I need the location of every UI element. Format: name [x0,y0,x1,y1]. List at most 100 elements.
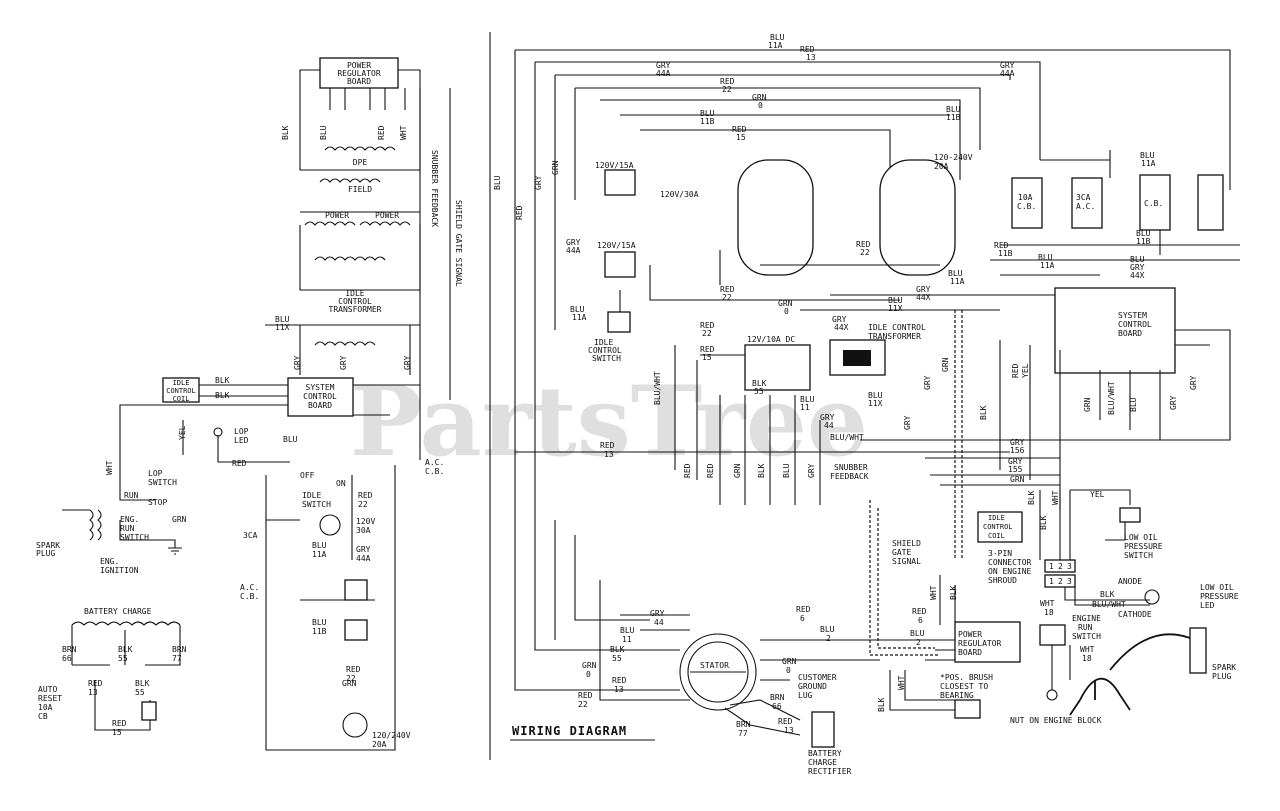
breaker-cb [1139,174,1171,231]
wire-label: YEL [1090,490,1105,499]
rating-label: 30A [356,526,371,535]
battery-charge-rectifier-label: RECTIFIER [808,767,852,776]
wire-label: GRY [656,61,671,70]
wire-label: GRY [1169,395,1178,410]
idle-control-coil [977,511,1023,543]
wire-label: 11X [275,323,290,332]
wire-label: BLK [281,125,290,140]
spark-plug-label: SPARK [1212,663,1236,672]
power-regulator-board-label: POWER [958,630,982,639]
wire-label: 22 [358,500,368,509]
pos-brush-label: *POS. BRUSH [940,673,993,682]
wire-label: 6 [918,616,923,625]
idle-control-coil-label: IDLE [173,379,190,387]
snubber-feedback-label: SNUBBER [834,463,868,472]
outlet-label: 20A [934,162,949,171]
breaker-label: 10A [1018,193,1033,202]
wire-label: BLK [1039,515,1048,530]
wire-label: 13 [604,450,614,459]
outlet-symbol [344,619,368,641]
wire-label: GRY [293,355,302,370]
stator-label: STATOR [700,661,729,670]
power-regulator-board-label: BOARD [347,77,371,86]
three-pin-connector-label: SHROUD [988,576,1017,585]
wire-label: 55 [135,688,145,697]
battery-charge-rectifier-label: BATTERY [808,749,842,758]
wire-label: RED [346,665,361,674]
wire-label: BLU [570,305,585,314]
wire-label: BLU [1130,255,1145,264]
brush-assembly [954,699,981,719]
wire-label: YEL [1021,363,1030,378]
wire-label: BLU [275,315,290,324]
breaker-label: C.B. [1017,202,1036,211]
battery-charge-rectifier [811,711,835,748]
wire-label: RED [994,241,1009,250]
auto-reset-label: CB [38,712,48,721]
wire-label: 2 [826,634,831,643]
low-oil-pressure-led-label: LED [1200,601,1215,610]
outlet-30a-symbol [319,514,341,536]
wire-label: 22 [702,329,712,338]
wire-label: BLU [1140,151,1155,160]
wire-label: BRN [62,645,77,654]
wire-label: 44 [824,421,834,430]
wire-label: BLU [868,391,883,400]
wire-label: 15 [736,133,746,142]
wire-label: 44A [566,246,581,255]
wire-label: GRN [172,515,187,524]
transformer-core [843,350,871,366]
rating-label: 20A [372,740,387,749]
wire-label: 11A [768,41,783,50]
wire-label: WHT [929,585,938,600]
wire-label: WHT [1080,645,1095,654]
pos-brush-label: BEARING [940,691,974,700]
wire-label: BLU [782,463,791,478]
breaker-cb [1197,174,1224,231]
wire-label: BLU [283,435,298,444]
outlet-120v-15a-bottom [604,251,636,278]
wire-label: RED [700,345,715,354]
wire-label: 55 [612,654,622,663]
low-oil-pressure-led-label: LOW OIL [1200,583,1234,592]
wire-label: 13 [784,726,794,735]
wire-label: GRY [916,285,931,294]
wire-label: GRN [941,357,950,372]
wire-label: BRN [736,720,751,729]
pictorial: BLU 11A RED 13 GRY 44A GRY 44A RED 22 GR… [493,33,1240,776]
wire-label: BLK [757,463,766,478]
wire-label: RED [700,321,715,330]
shield-gate-signal-label: GATE [892,548,911,557]
wire-label: BLK [877,697,886,712]
pin-label: 2 [1058,562,1063,571]
wire-label: 11A [572,313,587,322]
outlet-120-240v-20a [879,159,956,276]
breaker-3ca [1071,177,1103,229]
breaker-label: A.C. [1076,202,1095,211]
breaker-10a [1011,177,1043,229]
pin-label: 2 [1058,577,1063,586]
three-pin-connector-label: CONNECTOR [988,558,1032,567]
idle-control-switch [607,311,631,333]
wire-label: 11X [868,399,883,408]
wire-label: GRN [1083,397,1092,412]
outlet-120v-30a [737,159,814,276]
field-label: FIELD [348,185,372,194]
wire-label: RED [800,45,815,54]
wire-label: RED [683,463,692,478]
low-oil-pressure-switch-label: PRESSURE [1124,542,1163,551]
wire-label: 15 [112,728,122,737]
wire-label: GRY [566,238,581,247]
wire-label: 11 [622,635,632,644]
auto-reset-label: 10A [38,703,53,712]
wire-label: 77 [172,654,182,663]
wire-label: RED [578,691,593,700]
wire-label: BLU/WHT [1092,600,1126,609]
wire-label: 11B [1136,237,1151,246]
lop-led-label: LED [234,436,249,445]
wire-label: BLU [800,395,815,404]
dc-outlet-label: 12V/10A DC [747,335,795,344]
wire-label: RED [720,77,735,86]
